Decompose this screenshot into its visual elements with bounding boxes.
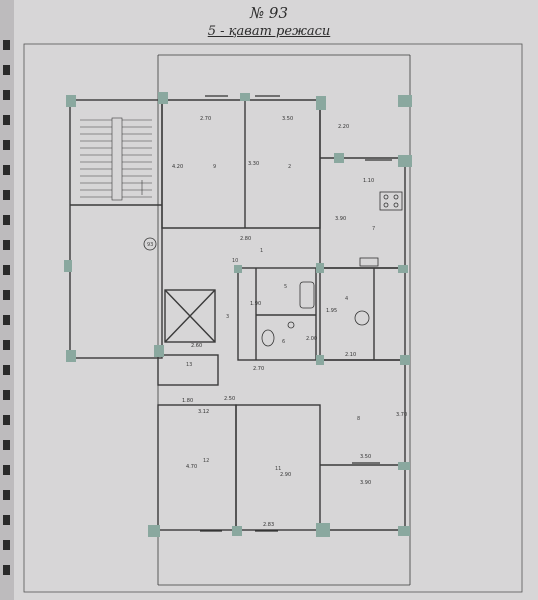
- dimension: 3.50: [360, 454, 371, 460]
- room-number: 1: [260, 248, 263, 254]
- dimension: 2.60: [191, 343, 202, 349]
- sink-icon: [359, 257, 379, 267]
- dimension-labels: 2.70 2.80 3.50 4.20 3.30 1.10 3.90 2.20 …: [172, 116, 407, 528]
- dimension: 2.50: [224, 396, 235, 402]
- room-number: 7: [372, 226, 375, 232]
- dimension: 2.83: [263, 522, 274, 528]
- dimension: 1.90: [250, 301, 261, 307]
- room-number: 13: [186, 362, 192, 368]
- room-numbers: 1 7 3 4 5 6 2 9 8 11 12 13 10 93: [147, 164, 375, 472]
- washbasin-icon: [287, 321, 295, 329]
- stove-icon: [379, 191, 403, 211]
- dimension: 4.70: [186, 464, 197, 470]
- stair-mark-label: 93: [147, 242, 153, 248]
- fixtures: [143, 191, 403, 347]
- dimension: 2.70: [200, 116, 211, 122]
- dimension: 1.80: [182, 398, 193, 404]
- dimension: 3.70: [396, 412, 407, 418]
- room-number: 9: [213, 164, 216, 170]
- dimension: 3.50: [282, 116, 293, 122]
- room-number: 3: [226, 314, 229, 320]
- windows: [200, 95, 392, 532]
- binding-hole-marks: [3, 40, 10, 575]
- room-number: 6: [282, 339, 285, 345]
- dimension: 2.20: [338, 124, 349, 130]
- dimension: 2.10: [345, 352, 356, 358]
- dimension: 3.12: [198, 409, 209, 415]
- toilet-icon: [261, 329, 275, 347]
- room-number: 11: [275, 466, 281, 472]
- dimension: 3.30: [248, 161, 259, 167]
- dimension: 1.10: [363, 178, 374, 184]
- room-number: 5: [284, 284, 287, 290]
- floor-title: 5 - қават режаси: [207, 24, 331, 39]
- plan-number: № 93: [249, 4, 289, 22]
- dimension: 2.00: [306, 336, 317, 342]
- sheet-frame: [23, 43, 523, 593]
- dimension: 3.90: [335, 216, 346, 222]
- wall-columns: [64, 92, 412, 537]
- dimension: 2.90: [280, 472, 291, 478]
- bathtub-icon: [299, 281, 315, 309]
- dimension: 2.70: [253, 366, 264, 372]
- staircase: [80, 117, 152, 201]
- dimension: 3.90: [360, 480, 371, 486]
- interior-walls: [69, 99, 406, 531]
- room-number: 8: [357, 416, 360, 422]
- round-table-icon: [354, 310, 370, 326]
- axis-lines: [157, 54, 411, 586]
- stair-marker-icon: [143, 237, 157, 251]
- dimension: 2.80: [240, 236, 251, 242]
- room-number: 4: [345, 296, 348, 302]
- room-number: 10: [232, 258, 238, 264]
- dimension: 1.95: [326, 308, 337, 314]
- room-number: 12: [203, 458, 209, 464]
- dimension: 4.20: [172, 164, 183, 170]
- room-number: 2: [288, 164, 291, 170]
